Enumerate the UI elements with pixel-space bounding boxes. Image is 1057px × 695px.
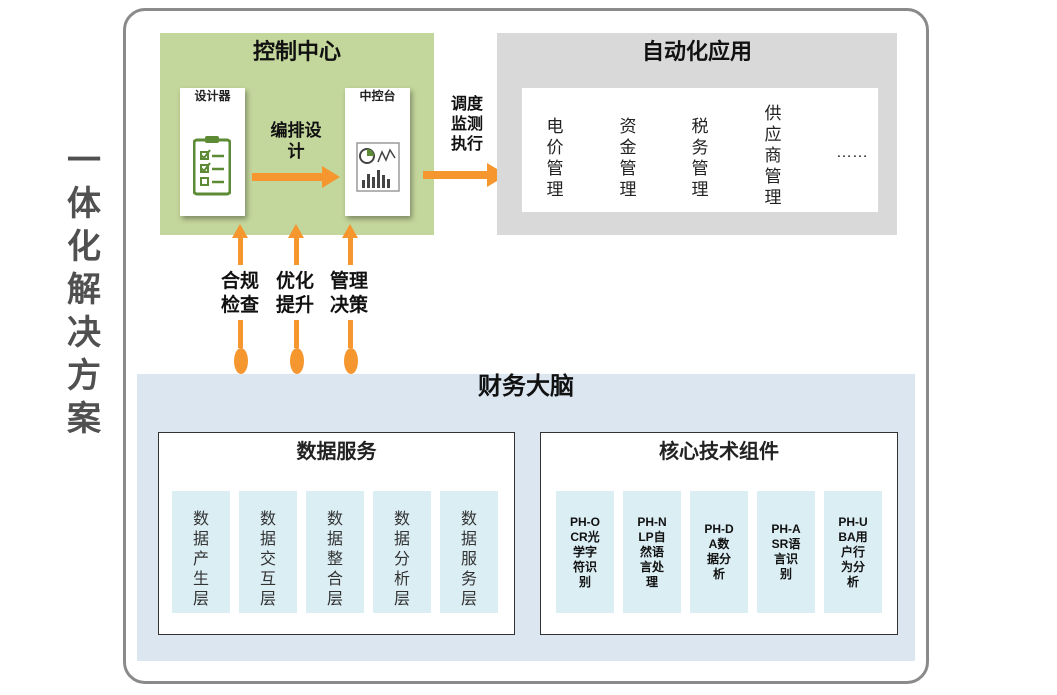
side-title-char: 一 — [67, 142, 101, 180]
tech-tile[interactable]: PH-NLP自然语言处理 — [623, 491, 681, 613]
compliance-check-label: 合规检查 — [220, 271, 259, 316]
core-tech-title: 核心技术组件 — [659, 441, 779, 463]
app-item[interactable]: 电价管理 — [546, 117, 564, 199]
side-title: 一 体 化 解 决 方 案 — [62, 140, 106, 441]
side-title-char: 化 — [67, 228, 101, 266]
up-arrow-shaft — [294, 237, 299, 265]
outer-frame — [123, 8, 929, 684]
dashboard-chart-icon — [356, 142, 400, 192]
arrow-tail — [234, 348, 248, 374]
up-arrow-shaft — [294, 320, 299, 348]
side-title-char: 决 — [67, 314, 101, 352]
data-layer-tile[interactable]: 数据整合层 — [306, 491, 364, 613]
tech-label: PH-UBA用户行为分析 — [838, 514, 868, 589]
designer-card[interactable]: 设计器 — [180, 88, 245, 216]
up-arrow-shaft — [348, 237, 353, 265]
data-layer-label: 数据分析层 — [393, 511, 410, 608]
arrow-tail — [290, 348, 304, 374]
up-arrow-shaft — [238, 237, 243, 265]
center-console-label: 中控台 — [359, 89, 396, 103]
data-layer-label: 数据产生层 — [192, 511, 209, 608]
up-arrow-head — [288, 224, 304, 238]
data-layer-tile[interactable]: 数据分析层 — [373, 491, 431, 613]
up-arrow-head — [342, 224, 358, 238]
data-layer-label: 数据交互层 — [259, 511, 276, 608]
app-item[interactable]: 资金管理 — [619, 117, 637, 199]
tech-label: PH-NLP自然语言处理 — [637, 514, 667, 589]
side-title-char: 解 — [67, 271, 101, 309]
checklist-icon — [193, 136, 231, 196]
automation-apps-list — [522, 88, 878, 212]
arrow-tail — [344, 348, 358, 374]
data-layer-label: 数据服务层 — [460, 511, 477, 608]
data-services-title: 数据服务 — [296, 441, 377, 463]
data-layer-label: 数据整合层 — [326, 511, 343, 608]
up-arrow-shaft — [348, 320, 353, 348]
tech-tile[interactable]: PH-OCR光学字符识别 — [556, 491, 614, 613]
tech-label: PH-ASR语言识别 — [771, 522, 801, 581]
arrange-label: 编排设计 — [270, 121, 322, 161]
side-title-char: 方 — [67, 357, 101, 395]
tech-label: PH-OCR光学字符识别 — [570, 514, 600, 589]
side-title-char: 案 — [67, 400, 101, 438]
tech-tile[interactable]: PH-UBA用户行为分析 — [824, 491, 882, 613]
data-layer-tile[interactable]: 数据交互层 — [239, 491, 297, 613]
up-arrow-shaft — [238, 320, 243, 348]
data-layer-tile[interactable]: 数据服务层 — [440, 491, 498, 613]
optimize-label: 优化提升 — [275, 271, 314, 316]
data-layer-tile[interactable]: 数据产生层 — [172, 491, 230, 613]
arrange-arrow — [252, 166, 340, 188]
app-item[interactable]: 税务管理 — [691, 117, 709, 199]
management-decision-label: 管理决策 — [329, 271, 368, 316]
side-title-char: 体 — [67, 185, 101, 223]
app-item[interactable]: 供应商管理 — [764, 104, 782, 207]
app-more: …… — [836, 144, 868, 161]
tech-tile[interactable]: PH-DA数据分析 — [690, 491, 748, 613]
tech-tile[interactable]: PH-ASR语言识别 — [757, 491, 815, 613]
up-arrow-head — [232, 224, 248, 238]
control-center-title: 控制中心 — [252, 39, 341, 64]
automation-apps-title: 自动化应用 — [641, 39, 752, 64]
tech-label: PH-DA数据分析 — [704, 522, 734, 581]
center-console-card[interactable]: 中控台 — [345, 88, 410, 216]
designer-label: 设计器 — [194, 89, 231, 103]
finance-brain-title: 财务大脑 — [478, 373, 574, 400]
dispatch-label: 调度监测执行 — [450, 96, 483, 153]
